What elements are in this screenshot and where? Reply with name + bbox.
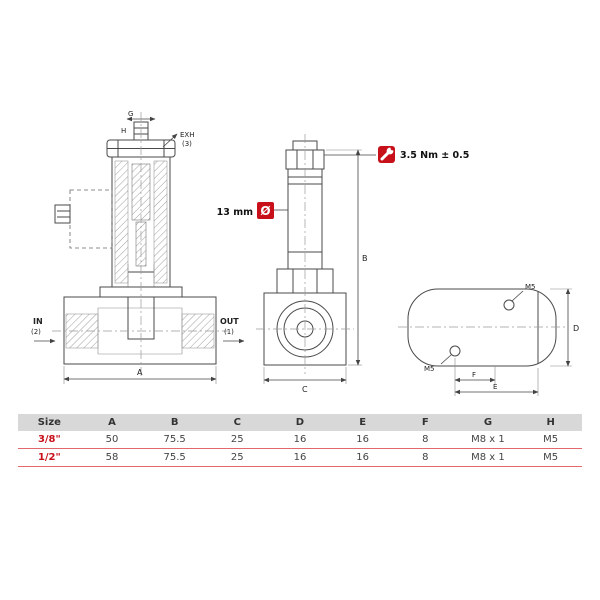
col-header-c: C	[205, 414, 269, 431]
table-cell: 8	[393, 431, 457, 449]
m5-hole-bottom	[449, 345, 461, 357]
table-cell: 50	[80, 431, 144, 449]
m5-bottom-label: M5	[424, 365, 435, 373]
table-cell: M5	[519, 431, 582, 449]
table-cell: 16	[331, 431, 394, 449]
m5-top-label: M5	[525, 283, 536, 291]
table-cell: 16	[268, 431, 332, 449]
table-cell: 16	[268, 448, 332, 467]
dim-d-label: D	[573, 324, 579, 333]
dimension-table: Size A B C D E F G H 3/8" 50 75.5 25 16 …	[18, 414, 582, 467]
end-view: M5 M5 D F E	[398, 283, 579, 396]
size-cell: 3/8"	[18, 431, 81, 449]
dim-e-label: E	[493, 383, 497, 391]
dim-a-label: A	[137, 368, 143, 377]
table-row: 1/2" 58 75.5 25 16 16 8 M8 x 1 M5	[18, 448, 582, 467]
connector-outline	[69, 189, 113, 249]
size-cell: 1/2"	[18, 448, 81, 467]
table-cell: M8 x 1	[456, 448, 520, 467]
col-header-b: B	[143, 414, 206, 431]
spanner-size-icon: Ø	[257, 202, 274, 219]
col-header-f: F	[393, 414, 457, 431]
col-header-a: A	[80, 414, 144, 431]
cutaway-view: G H EXH (3)	[31, 110, 245, 384]
col-header-g: G	[456, 414, 520, 431]
table-cell: 16	[331, 448, 394, 467]
outlet-port-number: (1)	[224, 328, 234, 336]
diameter-symbol: Ø	[260, 204, 270, 218]
table-cell: 58	[80, 448, 144, 467]
exhaust-label: EXH	[180, 131, 194, 139]
outlet-label: OUT	[220, 317, 239, 326]
exhaust-port-number: (3)	[182, 140, 192, 148]
col-header-e: E	[331, 414, 394, 431]
torque-note: 3.5 Nm ± 0.5	[400, 150, 469, 161]
inlet-port-number: (2)	[31, 328, 41, 336]
inlet-label: IN	[33, 317, 43, 326]
table-cell: 8	[393, 448, 457, 467]
col-header-size: Size	[18, 414, 81, 431]
dim-g-label: G	[128, 110, 133, 118]
side-view: 3.5 Nm ± 0.5 13 mm Ø B C	[217, 134, 469, 394]
col-header-d: D	[268, 414, 332, 431]
m5-hole-top	[503, 299, 515, 311]
table-cell: 75.5	[143, 448, 206, 467]
body-profile	[407, 288, 557, 367]
dim-c-label: C	[302, 385, 308, 394]
table-header-row: Size A B C D E F G H	[18, 414, 582, 431]
col-header-h: H	[519, 414, 582, 431]
table-cell: M8 x 1	[456, 431, 520, 449]
table-cell: 75.5	[143, 431, 206, 449]
dim-b-label: B	[362, 254, 368, 263]
dim-f-label: F	[472, 371, 476, 379]
connector-plug	[54, 204, 71, 224]
table-cell: 25	[205, 431, 269, 449]
dim-h-label: H	[121, 127, 126, 135]
technical-drawing: G H EXH (3)	[31, 110, 579, 396]
torque-wrench-icon	[378, 146, 395, 163]
table-cell: 25	[205, 448, 269, 467]
table-cell: M5	[519, 448, 582, 467]
table-row: 3/8" 50 75.5 25 16 16 8 M8 x 1 M5	[18, 431, 582, 449]
wrench-size-label: 13 mm	[217, 207, 253, 218]
